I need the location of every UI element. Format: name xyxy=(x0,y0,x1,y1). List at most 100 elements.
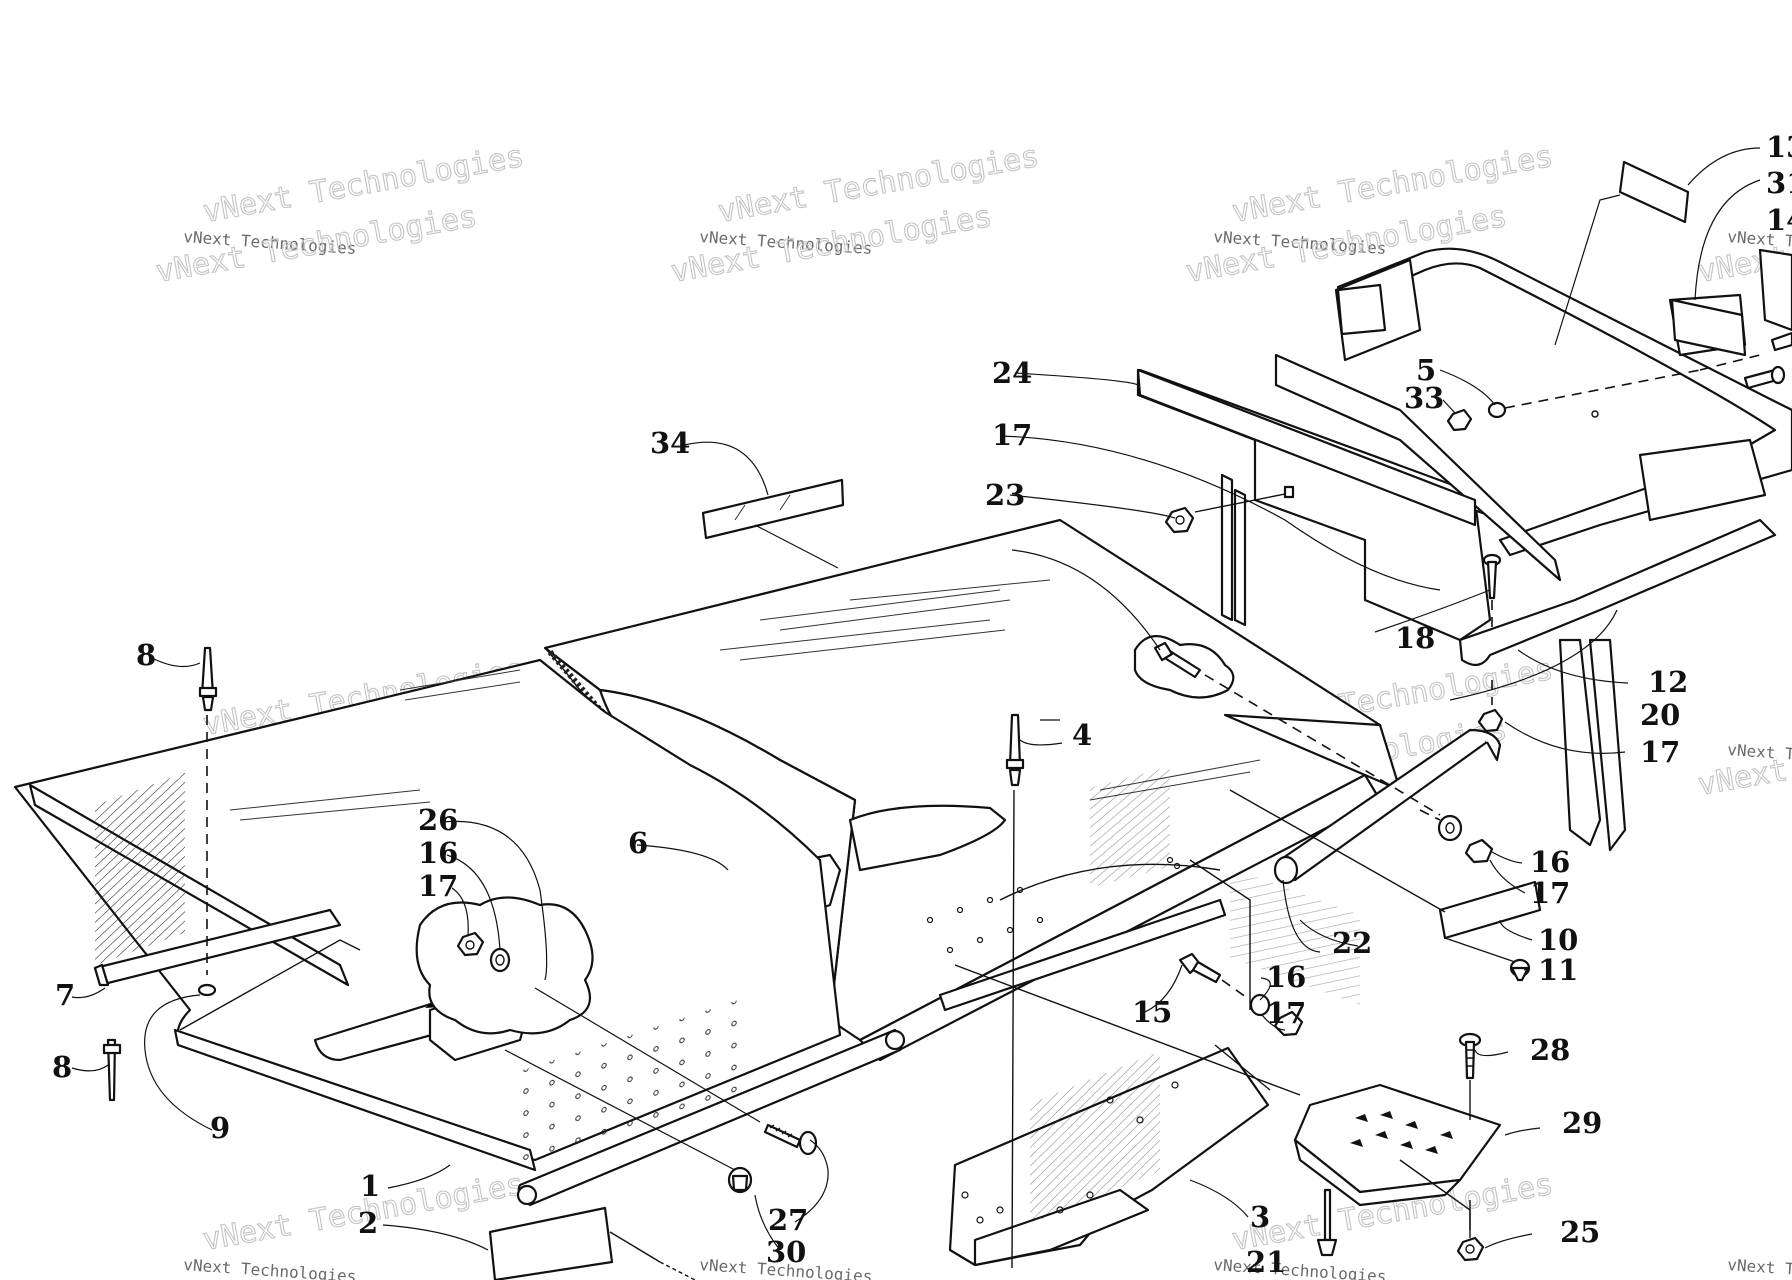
rivet-8-bottom xyxy=(102,1038,122,1102)
label-26: 26 xyxy=(418,803,458,837)
bolt-18 xyxy=(1482,553,1502,600)
bracket-3-foot xyxy=(973,1188,1150,1267)
rear-frame-triangle xyxy=(1638,438,1767,522)
reflector-10 xyxy=(1438,880,1542,940)
rear-upright-right xyxy=(1588,638,1627,852)
label-11: 11 xyxy=(1538,953,1578,987)
label-20: 20 xyxy=(1640,698,1680,732)
washer-16-bumper xyxy=(1437,814,1463,842)
label-29: 29 xyxy=(1562,1106,1602,1140)
label-13: 13 xyxy=(1766,130,1792,164)
label-6: 6 xyxy=(628,826,648,860)
bolt-15 xyxy=(1178,952,1222,984)
label-2: 2 xyxy=(358,1206,378,1240)
svg-text:vNext Technologies: vNext Technologies xyxy=(715,139,1041,230)
nut-33 xyxy=(1446,408,1473,432)
side-frame-plate xyxy=(1136,368,1477,527)
svg-text:vNext Technologies: vNext Technologies xyxy=(1213,1255,1387,1280)
step-29-front xyxy=(1293,1138,1462,1207)
svg-text:vNext Technologies: vNext Technologies xyxy=(1229,139,1555,230)
rear-frame-inner-panel xyxy=(1274,353,1562,582)
label-17-frame: 17 xyxy=(992,418,1032,452)
label-8-bottom: 8 xyxy=(52,1050,72,1084)
step-29 xyxy=(1293,1083,1502,1207)
bolt-right-lower xyxy=(1743,365,1786,390)
nut-25 xyxy=(1456,1236,1485,1262)
label-10: 10 xyxy=(1538,923,1578,957)
svg-text:vNext Technologies: vNext Technologies xyxy=(200,139,526,230)
tunnel-rail xyxy=(938,898,1227,1012)
watermark-7: vNext Technologies vNext Technologies xyxy=(183,1166,527,1280)
leader-lines xyxy=(71,147,1761,1251)
svg-text:vNext Technologies: vNext Technologies xyxy=(1727,1255,1792,1280)
nut-17-bumper xyxy=(1464,838,1494,864)
label-28: 28 xyxy=(1530,1033,1570,1067)
nut-17-left xyxy=(456,931,485,957)
running-board-edge xyxy=(173,1028,537,1172)
part-labels: 8 7 8 9 1 2 6 26 16 17 27 30 34 4 3 21 1… xyxy=(52,130,1792,1279)
screw-28 xyxy=(1458,1032,1482,1080)
reflector-13 xyxy=(1618,160,1690,224)
washer-9 xyxy=(197,983,217,997)
label-25: 25 xyxy=(1560,1215,1600,1249)
rear-bumper-bar xyxy=(1273,728,1502,885)
tunnel-nose-rail xyxy=(848,804,1007,872)
watermark-10: vNext Technologies vNext Technologies vN… xyxy=(1695,198,1792,1280)
washer-16-left xyxy=(489,947,511,973)
side-frame-support-2 xyxy=(1233,488,1247,627)
label-24: 24 xyxy=(992,356,1032,390)
label-16-bumper: 16 xyxy=(1530,845,1570,879)
label-31: 31 xyxy=(1766,166,1792,200)
plate-2 xyxy=(488,1206,614,1280)
label-3: 3 xyxy=(1250,1200,1270,1234)
label-17-step: 17 xyxy=(1266,996,1306,1030)
rivet-8-top xyxy=(198,646,218,712)
screw-11 xyxy=(1509,958,1531,982)
watermark-2: vNext Technologies vNext Technologies vN… xyxy=(668,138,1042,290)
nut-17-right xyxy=(1477,708,1504,733)
bolt-21 xyxy=(1316,1188,1338,1257)
label-27: 27 xyxy=(768,1203,808,1237)
label-23-main: 23 xyxy=(985,478,1025,512)
rear-frame-end-cap xyxy=(1458,518,1777,667)
label-4: 4 xyxy=(1072,718,1092,752)
label-21: 21 xyxy=(1246,1245,1286,1279)
label-17-right: 17 xyxy=(1640,735,1680,769)
label-22: 22 xyxy=(1332,926,1372,960)
plug-30 xyxy=(727,1166,753,1194)
label-33: 33 xyxy=(1404,381,1444,415)
bolt-27 xyxy=(763,1123,818,1156)
label-16-left: 16 xyxy=(418,836,458,870)
rear-frame-bracket-left xyxy=(1336,283,1387,336)
washer-5 xyxy=(1487,401,1507,419)
label-8-top: 8 xyxy=(136,638,156,672)
nut-17-upper xyxy=(1164,506,1195,534)
hitch-bracket-2 xyxy=(1758,248,1792,332)
label-30: 30 xyxy=(766,1235,806,1269)
label-7: 7 xyxy=(55,978,75,1012)
bolt-23 xyxy=(1153,641,1202,679)
label-5: 5 xyxy=(1416,353,1436,387)
bolt-right-upper xyxy=(1770,331,1792,352)
hitch-bracket xyxy=(1670,298,1747,357)
label-12: 12 xyxy=(1648,665,1688,699)
label-17-left: 17 xyxy=(418,869,458,903)
rear-upright-left xyxy=(1558,638,1602,847)
label-18: 18 xyxy=(1395,621,1435,655)
decal-34 xyxy=(701,478,845,540)
label-17-bumper: 17 xyxy=(1530,876,1570,910)
label-9: 9 xyxy=(210,1111,230,1145)
bracket-3 xyxy=(948,1046,1270,1267)
rivet-4 xyxy=(1005,713,1025,787)
label-16-step: 16 xyxy=(1266,960,1306,994)
label-1: 1 xyxy=(360,1169,380,1203)
washer-16-step xyxy=(1249,993,1271,1017)
label-15: 15 xyxy=(1132,995,1172,1029)
svg-text:vNext Technologies: vNext Technologies xyxy=(183,1255,357,1280)
watermark-1: vNext Technologies vNext Technologies vN… xyxy=(153,138,527,290)
label-34: 34 xyxy=(650,426,690,460)
label-14: 14 xyxy=(1766,203,1792,237)
side-frame xyxy=(1136,368,1477,627)
side-frame-support xyxy=(1220,473,1234,622)
